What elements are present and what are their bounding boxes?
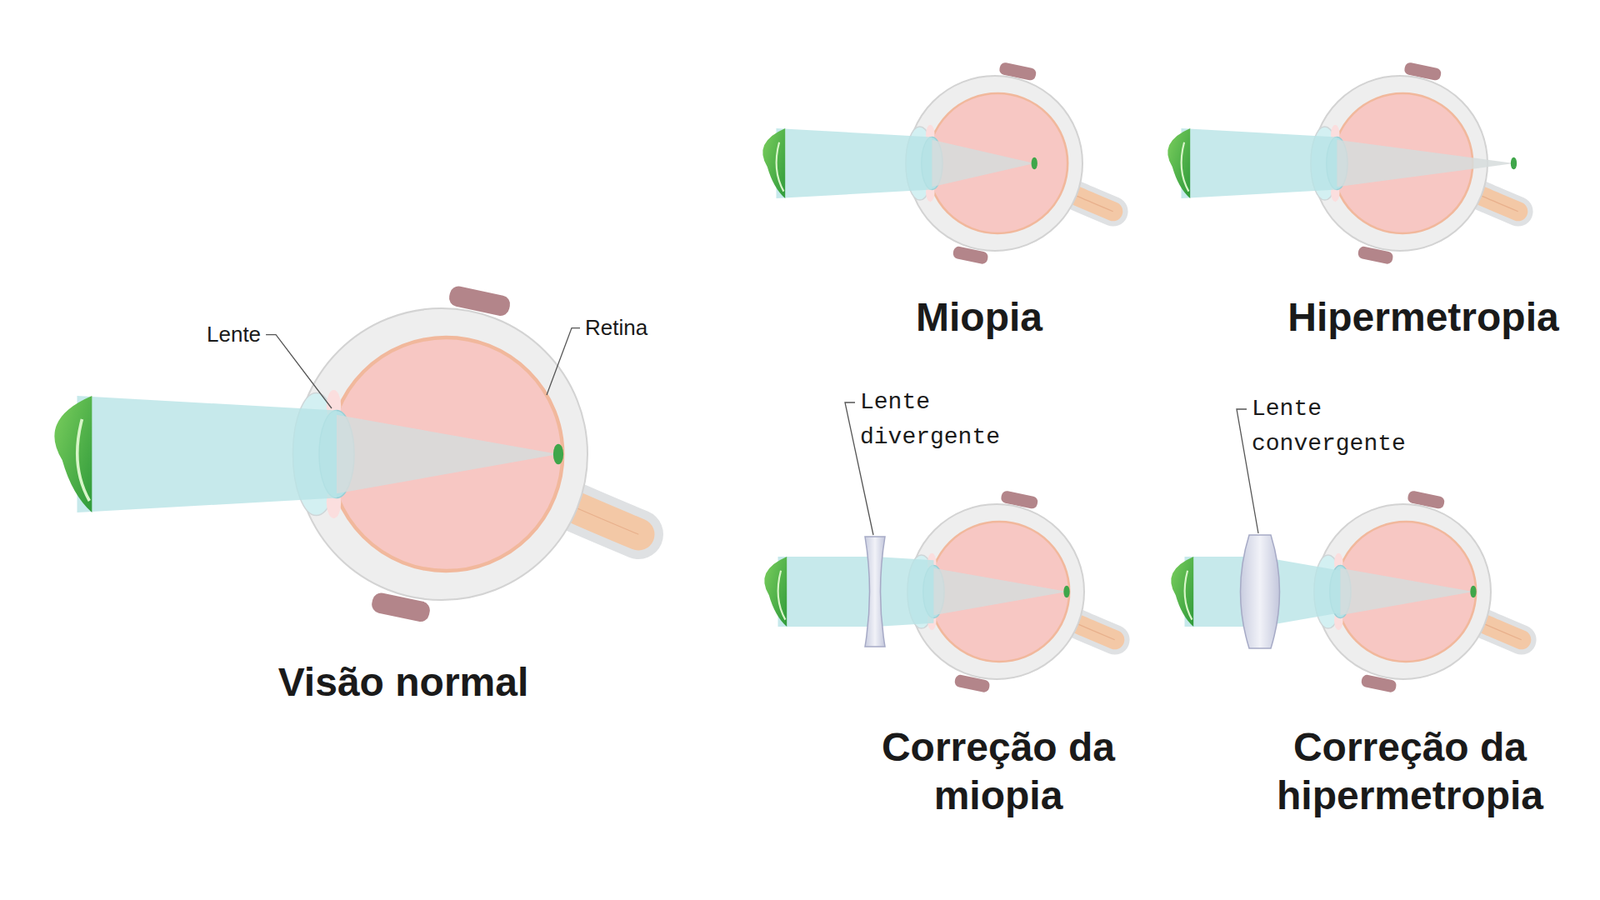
- refracted-cone: [1336, 140, 1514, 188]
- leaf-vein: [778, 570, 786, 620]
- light-beam: [1181, 128, 1338, 199]
- sclera: [295, 308, 588, 600]
- leader-line: [845, 402, 874, 535]
- panel-title: Correção da miopia: [848, 723, 1149, 820]
- sclera: [909, 504, 1085, 680]
- panel-title: Visão normal: [236, 658, 570, 707]
- vitreous-body: [329, 337, 563, 571]
- image-point: [1031, 157, 1038, 170]
- object-leaf: [1170, 556, 1194, 627]
- diverging-lens: [865, 536, 885, 647]
- object-leaf: [762, 128, 785, 199]
- light-beam: [77, 395, 338, 513]
- vitreous-body: [929, 521, 1070, 662]
- leader-line: [1236, 409, 1259, 534]
- light-beam: [778, 556, 935, 627]
- refracted-cone: [933, 568, 1067, 616]
- leader-lines: [265, 328, 1259, 535]
- object-leaf: [1167, 128, 1190, 199]
- leader-line: [546, 328, 580, 395]
- eye-illustration: [764, 490, 1115, 694]
- leader-line: [265, 335, 332, 409]
- panel-title: Miopia: [812, 293, 1146, 342]
- refracted-cone: [931, 140, 1035, 188]
- leaf-vein: [1185, 570, 1193, 620]
- image-point: [1510, 157, 1517, 170]
- light-beam: [776, 128, 933, 199]
- part-label: Retina: [585, 315, 648, 341]
- refracted-cone: [336, 415, 559, 495]
- leaf-vein: [776, 142, 785, 192]
- eye-illustration: [54, 285, 639, 624]
- leaf-vein: [1181, 142, 1190, 192]
- panel-title: Hipermetropia: [1256, 293, 1590, 342]
- vitreous-body: [927, 93, 1068, 234]
- eye-illustration: [762, 61, 1114, 265]
- part-label: Lente: [206, 321, 261, 348]
- eye-illustration: [1167, 61, 1519, 265]
- leaf-vein: [77, 419, 90, 501]
- refracted-cone: [1340, 568, 1474, 616]
- object-leaf: [54, 395, 92, 513]
- part-label: Lente divergente: [860, 385, 1027, 455]
- converging-lens: [1240, 535, 1280, 649]
- part-label: Lente convergente: [1251, 391, 1435, 462]
- vitreous-body: [1335, 521, 1476, 662]
- sclera: [1315, 504, 1491, 680]
- image-point: [553, 444, 564, 465]
- image-point: [1063, 585, 1070, 599]
- image-point: [1470, 585, 1476, 599]
- panel-title: Correção da hipermetropia: [1260, 723, 1560, 820]
- sclera: [907, 75, 1083, 251]
- eye-illustration: [1170, 490, 1522, 694]
- object-leaf: [764, 556, 787, 627]
